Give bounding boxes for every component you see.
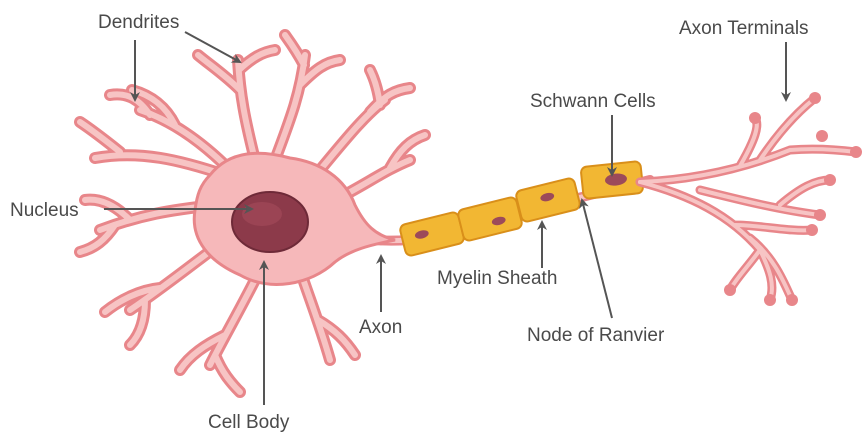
axon-terminals bbox=[640, 92, 862, 306]
label-axon: Axon bbox=[359, 317, 402, 338]
nucleus-highlight bbox=[242, 202, 282, 226]
myelin-sheath bbox=[399, 161, 643, 257]
label-myelin-sheath: Myelin Sheath bbox=[437, 268, 557, 289]
label-nucleus: Nucleus bbox=[10, 200, 79, 221]
pointer-node-of-ranvier bbox=[582, 200, 612, 318]
schwann-cell-1 bbox=[399, 211, 465, 257]
label-node-of-ranvier: Node of Ranvier bbox=[527, 325, 665, 346]
label-schwann-cells: Schwann Cells bbox=[530, 91, 656, 112]
schwann-cell-2 bbox=[457, 196, 523, 242]
label-cell-body: Cell Body bbox=[208, 412, 290, 433]
label-axon-terminals: Axon Terminals bbox=[679, 18, 809, 39]
schwann-cell-3 bbox=[515, 177, 581, 223]
label-dendrites: Dendrites bbox=[98, 12, 179, 33]
